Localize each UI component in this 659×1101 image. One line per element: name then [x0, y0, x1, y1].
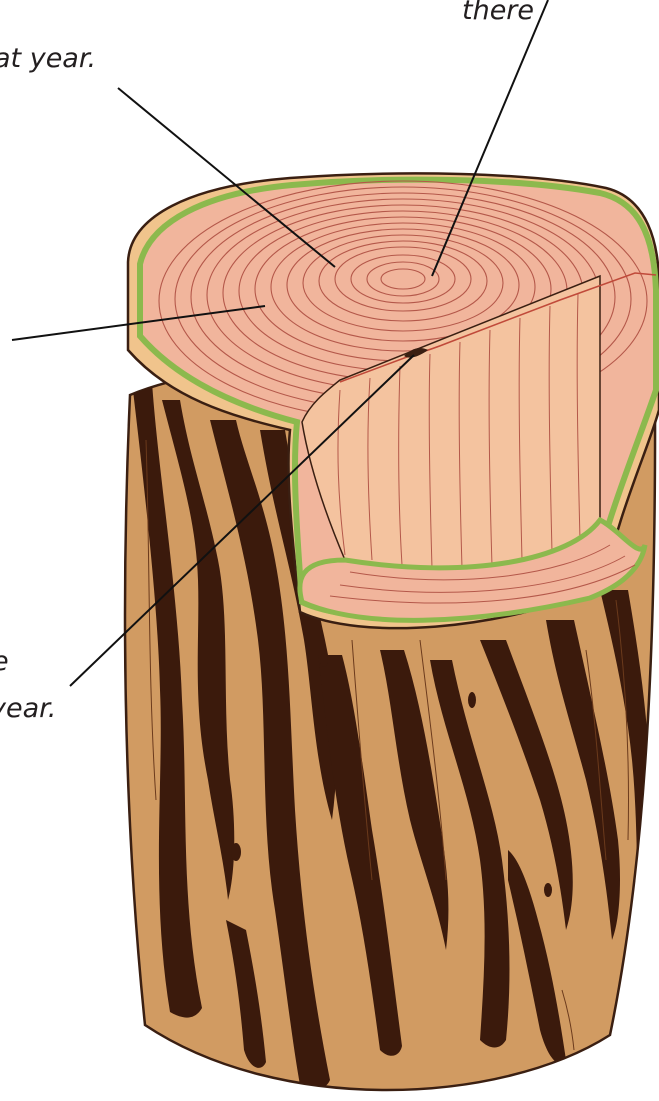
caption-top-line-2: at year. — [0, 42, 96, 76]
caption-top-line-1: there — [462, 0, 534, 28]
caption-bottom-line-2: year. — [0, 692, 56, 726]
caption-bottom-line-1: e — [0, 645, 9, 679]
